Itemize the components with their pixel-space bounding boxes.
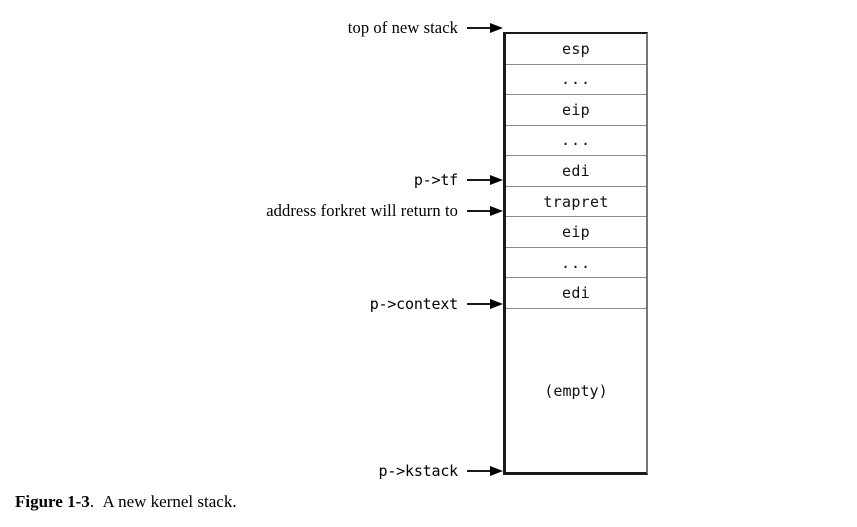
arrow-right-icon (467, 466, 503, 476)
table-row: eip (506, 217, 646, 248)
figure-caption-separator: . (89, 492, 95, 511)
table-row: esp (506, 34, 646, 65)
stack-row-label: ... (560, 131, 592, 150)
annotation-p-context: p->context (370, 294, 503, 314)
stack-row-label: ... (560, 70, 592, 89)
annotation-label: p->tf (413, 170, 458, 189)
table-row: ... (506, 126, 646, 157)
figure-caption-label: Figure 1-3 (15, 492, 90, 511)
stack-row-label: edi (562, 161, 590, 180)
annotation-p-kstack: p->kstack (379, 461, 503, 481)
annotation-label: top of new stack (347, 17, 458, 37)
annotation-label: p->context (369, 294, 459, 313)
annotation-p-tf: p->tf (414, 170, 503, 190)
arrow-right-icon (467, 206, 503, 216)
kernel-stack-box: esp ... eip ... edi trapret eip ... edi … (503, 32, 648, 475)
stack-row-label: eip (562, 100, 590, 119)
stack-row-list: esp ... eip ... edi trapret eip ... edi (506, 34, 646, 309)
annotation-label: p->kstack (378, 461, 459, 480)
stack-row-label: ... (560, 253, 592, 272)
stack-empty-label: (empty) (544, 381, 608, 400)
annotation-top-of-new-stack: top of new stack (348, 18, 503, 38)
annotation-address-forkret-return: address forkret will return to (266, 201, 503, 221)
stack-empty-region: (empty) (506, 309, 646, 472)
arrow-right-icon (467, 299, 503, 309)
stack-row-label: trapret (543, 192, 609, 211)
arrow-right-icon (467, 23, 503, 33)
arrow-right-icon (467, 175, 503, 185)
figure-caption: Figure 1-3. A new kernel stack. (15, 492, 237, 512)
table-row: trapret (506, 187, 646, 218)
stack-row-label: esp (562, 39, 590, 58)
table-row: ... (506, 248, 646, 279)
table-row: eip (506, 95, 646, 126)
stack-row-label: edi (562, 284, 590, 303)
figure-caption-text: A new kernel stack. (102, 492, 237, 511)
table-row: edi (506, 278, 646, 309)
stack-row-label: eip (562, 223, 590, 242)
table-row: ... (506, 65, 646, 96)
table-row: edi (506, 156, 646, 187)
annotation-label: address forkret will return to (266, 200, 458, 220)
